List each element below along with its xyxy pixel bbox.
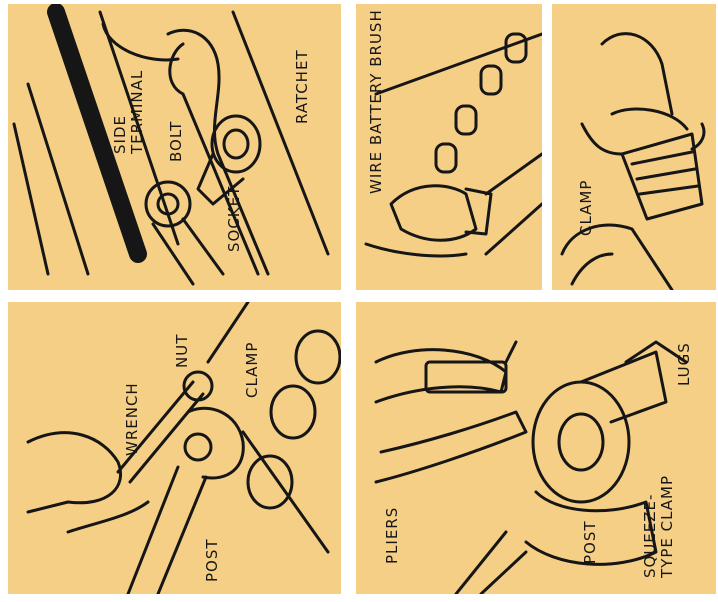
panel-wrench: WRENCH NUT CLAMP POST [8,302,341,594]
label-nut: NUT [174,334,191,368]
label-post: POST [204,538,221,582]
clamp-puller-illustration [552,4,716,290]
label-wire-battery-brush: WIRE BATTERY BRUSH [368,9,385,194]
label-bolt: BOLT [168,121,185,162]
label-side-terminal: SIDE TERMINAL [112,70,146,154]
label-socket: SOCKET [226,186,243,252]
panel-wire-brush: WIRE BATTERY BRUSH [356,4,542,290]
label-pliers: PLIERS [384,507,401,564]
panel-pliers: PLIERS LUGS POST SQUEEZE- TYPE CLAMP [356,302,716,594]
label-squeeze-type-clamp: SQUEEZE- TYPE CLAMP [642,475,676,578]
label-post: POST [582,520,599,564]
panel-clamp-tool: CLAMP [552,4,716,290]
panel-side-terminal: SIDE TERMINAL BOLT SOCKET RATCHET [8,4,341,290]
label-clamp: CLAMP [578,180,595,236]
label-wrench: WRENCH [124,382,141,456]
label-clamp: CLAMP [244,342,261,398]
label-ratchet: RATCHET [294,49,311,124]
label-lugs: LUGS [676,342,693,386]
